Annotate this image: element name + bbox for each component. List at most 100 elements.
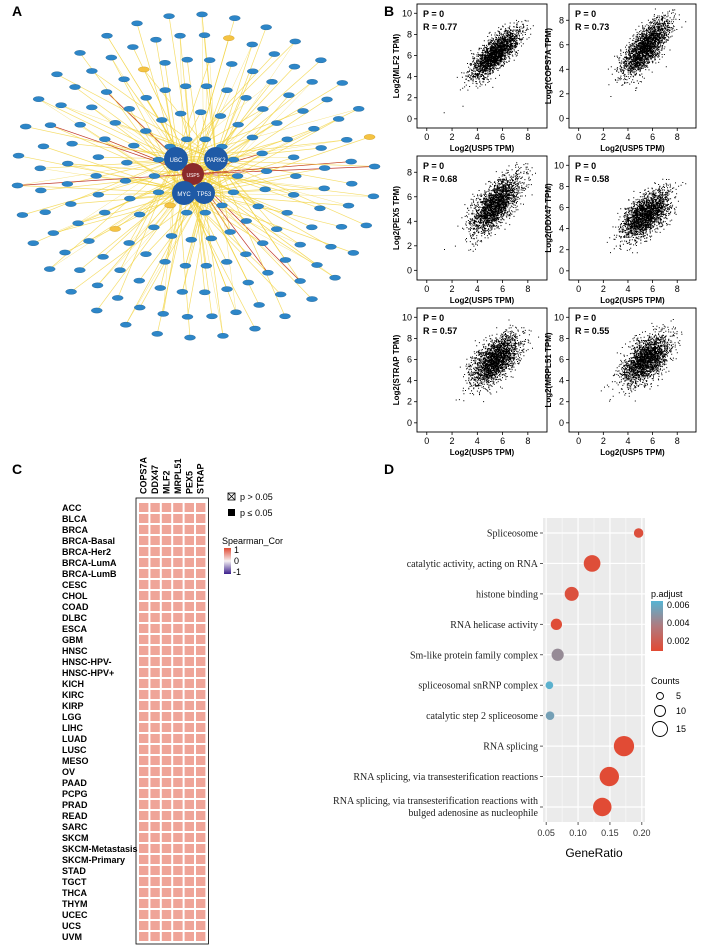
heatmap-cell xyxy=(196,734,206,743)
heatmap-cell xyxy=(173,745,183,754)
padj-tick-1: 0.004 xyxy=(667,618,690,628)
y-tick-label: 8 xyxy=(559,333,564,343)
heatmap-row-label: PRAD xyxy=(62,800,88,810)
gene-node xyxy=(274,291,287,298)
heatmap-cell xyxy=(173,789,183,798)
heatmap-cell xyxy=(139,767,149,776)
gene-node xyxy=(174,32,186,39)
gene-node xyxy=(97,254,109,260)
x-axis-title: Log2(USP5 TPM) xyxy=(450,448,515,457)
enrichment-dot xyxy=(545,681,554,690)
heatmap-cell xyxy=(184,877,194,886)
r-value-label: R = 0.58 xyxy=(575,174,609,184)
network-edge xyxy=(117,158,177,299)
heatmap-cell xyxy=(173,547,183,556)
counts-tick-5: 5 xyxy=(676,691,681,701)
network-hubs: UBC USP5 PARK2 MYC TP53 xyxy=(164,147,228,205)
counts-legend-title: Counts xyxy=(651,676,680,686)
gene-node xyxy=(39,209,51,215)
legend-ns-label: p > 0.05 xyxy=(240,492,273,502)
gene-node xyxy=(179,83,192,90)
heatmap-cell xyxy=(150,888,160,897)
heatmap-cell xyxy=(173,723,183,732)
heatmap-row-label: KICH xyxy=(62,679,84,689)
heatmap-cell xyxy=(173,932,183,941)
heatmap-cell xyxy=(173,877,183,886)
heatmap-cell xyxy=(196,514,206,523)
heatmap-cell xyxy=(150,701,160,710)
x-tick-label: 6 xyxy=(500,284,505,294)
heatmap-cell xyxy=(150,558,160,567)
x-axis-title: Log2(USP5 TPM) xyxy=(600,448,665,457)
heatmap-cell xyxy=(196,855,206,864)
heatmap-row-label: CESC xyxy=(62,580,88,590)
gene-node xyxy=(259,186,271,193)
gene-node xyxy=(279,313,291,320)
heatmap-cell xyxy=(196,602,206,611)
heatmap-cell xyxy=(184,503,194,512)
heatmap-cell xyxy=(161,690,172,699)
heatmap-cell xyxy=(161,899,172,908)
gene-node xyxy=(281,209,293,216)
heatmap-row-label: ESCA xyxy=(62,624,88,634)
gene-node xyxy=(346,180,358,187)
y-tick-label: 6 xyxy=(407,51,412,61)
heatmap-cell xyxy=(150,503,160,512)
heatmap-cell xyxy=(161,745,172,754)
heatmap-row-label: PCPG xyxy=(62,789,88,799)
heatmap-cell xyxy=(150,569,160,578)
gene-node xyxy=(109,120,121,126)
x-tick-label: 0 xyxy=(424,284,429,294)
gene-node xyxy=(55,102,67,109)
r-value-label: R = 0.73 xyxy=(575,22,609,32)
heatmap-cell xyxy=(161,591,172,600)
p-value-label: P = 0 xyxy=(423,161,444,171)
heatmap-row-label: KIRP xyxy=(62,701,84,711)
gene-node xyxy=(315,145,327,151)
heatmap-row-label: LIHC xyxy=(62,723,83,733)
heatmap-cell xyxy=(150,778,160,787)
heatmap-cell xyxy=(161,921,172,930)
heatmap-row-label: THYM xyxy=(62,899,88,909)
heatmap-cell xyxy=(161,734,172,743)
heatmap-cell xyxy=(184,536,194,545)
legend-title: Spearman_Cor xyxy=(222,536,283,546)
heatmap-cell xyxy=(139,899,149,908)
legend-sig-box xyxy=(228,509,235,516)
heatmap-cell xyxy=(161,613,172,622)
gene-node xyxy=(165,233,178,239)
heatmap-cell xyxy=(139,833,149,842)
gene-node xyxy=(176,289,189,295)
network-edge xyxy=(139,192,205,308)
heatmap-cell xyxy=(196,580,206,589)
heatmap-cell xyxy=(196,547,206,556)
heatmap-cell xyxy=(184,844,194,853)
heatmap-cell xyxy=(184,811,194,820)
network-edge xyxy=(183,192,374,197)
heatmap-cell xyxy=(161,503,172,512)
heatmap-cell xyxy=(139,866,149,875)
heatmap-row-label: CHOL xyxy=(62,591,88,601)
gene-node xyxy=(128,142,140,149)
heatmap-row-label: GBM xyxy=(62,635,83,645)
gene-node xyxy=(124,195,136,202)
x-tick-label: 4 xyxy=(625,132,630,142)
heatmap-cell xyxy=(139,635,149,644)
heatmap-cell xyxy=(196,844,206,853)
gene-node xyxy=(140,128,152,134)
heatmap-row-label: UCS xyxy=(62,921,81,931)
y-tick-label: 6 xyxy=(559,40,564,50)
heatmap-cell xyxy=(173,866,183,875)
heatmap-cell xyxy=(139,646,149,655)
gene-node xyxy=(223,35,235,41)
heatmap-cell xyxy=(139,668,149,677)
heatmap-cell xyxy=(173,613,183,622)
y-tick-label: 0 xyxy=(559,418,564,428)
heatmap-row-label: DLBC xyxy=(62,613,87,623)
network-nodes xyxy=(11,11,381,341)
heatmap-cell xyxy=(184,921,194,930)
heatmap-cell xyxy=(196,756,206,765)
enrichment-dot xyxy=(599,766,619,787)
heatmap-cell xyxy=(139,932,149,941)
